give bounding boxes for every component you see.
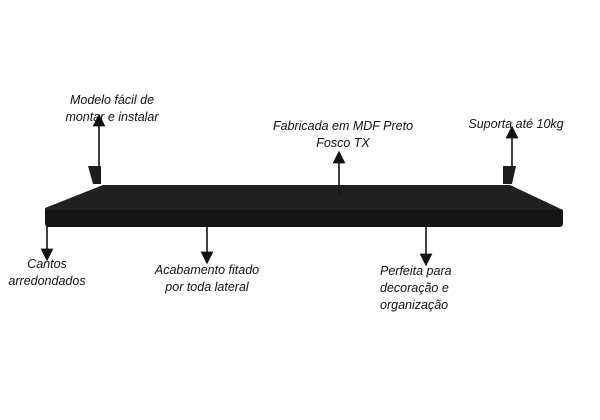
left-bracket xyxy=(88,166,101,184)
label-capacity: Suporta até 10kg xyxy=(458,116,574,133)
label-easy-mount: Modelo fácil de montar e instalar xyxy=(58,92,166,126)
label-purpose: Perfeita para decoração e organização xyxy=(380,263,490,314)
label-edge-finish: Acabamento fitado por toda lateral xyxy=(148,262,266,296)
label-purpose-line2: decoração e xyxy=(380,281,449,295)
label-corners: Cantos arredondados xyxy=(6,256,88,290)
shelf-top-surface xyxy=(45,185,563,213)
label-purpose-line1: Perfeita para xyxy=(380,264,452,278)
label-material-line1: Fabricada em MDF Preto xyxy=(272,119,414,133)
label-edge-finish-line1: Acabamento fitado xyxy=(154,263,260,277)
label-edge-finish-line2: por toda lateral xyxy=(165,280,249,294)
label-corners-line2: arredondados xyxy=(8,274,86,288)
shelf-front-edge xyxy=(45,210,563,227)
label-purpose-line3: organização xyxy=(380,298,449,312)
label-easy-mount-line2: montar e instalar xyxy=(65,110,159,124)
right-bracket xyxy=(503,166,516,184)
label-capacity-line1: Suporta até 10kg xyxy=(468,117,564,131)
label-easy-mount-line1: Modelo fácil de xyxy=(69,93,155,107)
label-corners-line1: Cantos xyxy=(27,257,67,271)
label-material-line2: Fosco TX xyxy=(316,136,370,150)
label-material: Fabricada em MDF Preto Fosco TX xyxy=(268,118,418,152)
